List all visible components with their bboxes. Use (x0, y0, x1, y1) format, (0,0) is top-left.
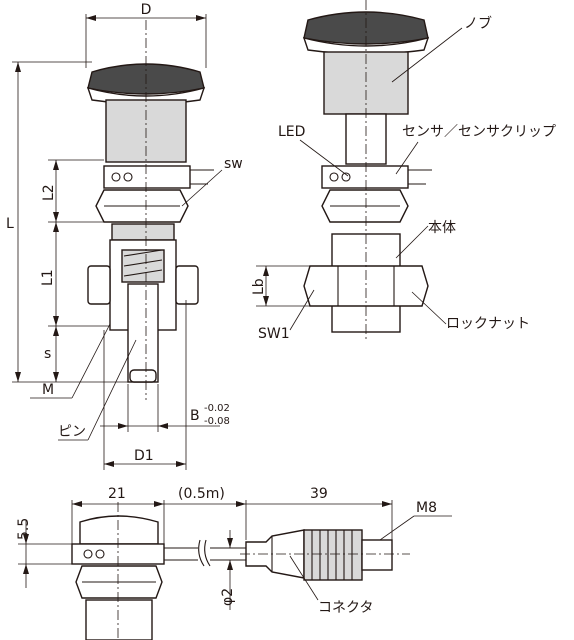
clip-hole-left-1 (111, 172, 121, 182)
bottom-view: 21 (0.5m) 39 M8 5.5 φ2 コネクタ (16, 486, 452, 640)
dim-5-5-label: 5.5 (16, 518, 32, 540)
pin-left (127, 283, 159, 383)
bottom-body (85, 599, 153, 640)
sensor-clip-left (103, 165, 191, 189)
locknut-left-a (87, 265, 111, 305)
dim-cable-label: (0.5m) (178, 486, 225, 502)
label-led: LED (278, 124, 305, 140)
label-main-body: 本体 (428, 220, 456, 236)
dim-B-tol-lower: -0.08 (204, 416, 230, 427)
connector-thread (361, 539, 393, 571)
label-M: M (42, 382, 54, 398)
label-knob: ノブ (464, 15, 492, 32)
dim-B-label: B (190, 408, 200, 424)
dim-D-label: D (141, 2, 152, 18)
connector-nut (303, 529, 363, 581)
dim-L1-label: L1 (40, 269, 56, 286)
dim-phi2-label: φ2 (220, 588, 236, 606)
dim-D1-label: D1 (134, 448, 154, 464)
cable-top (164, 547, 198, 561)
dim-39-label: 39 (310, 486, 328, 502)
label-sw1: SW1 (258, 326, 290, 342)
left-view: D L L2 L1 s M ピン (6, 2, 243, 470)
dim-s-label: s (44, 346, 51, 362)
dim-B-tol-upper: -0.02 (204, 403, 230, 414)
cable-stub-left (190, 169, 214, 185)
sensor-clip-right (321, 165, 409, 189)
label-sw: sw (224, 156, 243, 172)
dim-21-label: 21 (108, 486, 126, 502)
label-pin: ピン (58, 424, 86, 440)
dim-Lb-label: Lb (251, 278, 267, 295)
dim-L2-label: L2 (41, 184, 57, 201)
clip-hole-left-2 (123, 172, 133, 182)
locknut-right (303, 265, 429, 307)
dim-M8-label: M8 (416, 500, 437, 516)
locknut-left-b (175, 265, 199, 305)
right-view: ノブ LED センサ／センサクリップ 本体 ロックナット Lb SW1 (251, 0, 556, 342)
dim-L-label: L (6, 216, 14, 232)
label-connector: コネクタ (318, 600, 373, 616)
bottom-knob (79, 515, 159, 545)
label-lock-nut: ロックナット (446, 316, 530, 332)
label-sensor: センサ／センサクリップ (402, 124, 556, 140)
neck-left (111, 223, 175, 241)
pin-tip-left (129, 369, 157, 383)
